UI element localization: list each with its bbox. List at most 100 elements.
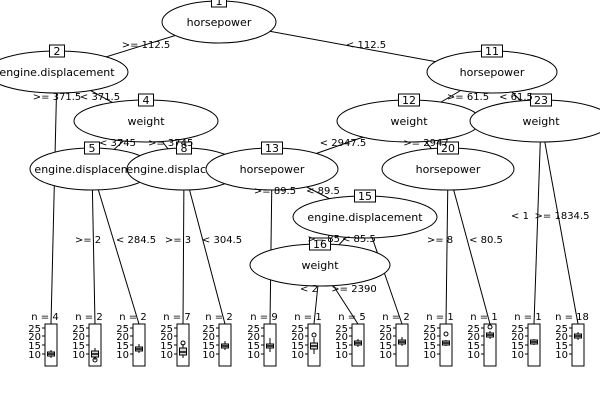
edge-split-label: >= 8 (427, 235, 453, 246)
tree-edge-labels: >= 112.5< 112.5>= 371.5< 371.5< 3745>= 3… (33, 40, 590, 295)
edge-split-label: >= 85 (307, 234, 340, 245)
node-id-box (176, 141, 192, 155)
leaf-axis-tick-label: 25 (511, 324, 524, 335)
edge-split-label: >= 112.5 (122, 40, 171, 51)
leaf-count-label: n = 1 (514, 312, 541, 323)
leaf-axis-tick-label: 15 (160, 341, 173, 352)
leaf-axis-tick-label: 15 (555, 341, 568, 352)
node-id-box (398, 93, 420, 107)
leaf-axis-tick-label: 20 (379, 332, 392, 343)
leaf-axis-tick-label: 20 (291, 332, 304, 343)
edge-split-label: < 85.5 (342, 234, 376, 245)
edge-split-label: < 1 (511, 211, 529, 222)
node-id-label: 12 (402, 94, 416, 107)
leaf-count-label: n = 7 (163, 312, 190, 323)
node-variable-label: horsepower (240, 163, 305, 176)
tree-node-12: weight 12 (336, 93, 482, 143)
leaf-count-label: n = 1 (470, 312, 497, 323)
node-id-box (309, 237, 331, 251)
node-variable-label: engine.displacement (0, 66, 115, 79)
leaf-axis-tick-label: 20 (72, 332, 85, 343)
tree-edge (533, 120, 542, 325)
node-variable-label: weight (522, 115, 560, 128)
node-variable-label: weight (301, 259, 339, 272)
node-id-label: 2 (54, 45, 61, 58)
leaf-axis-tick-label: 20 (511, 332, 524, 343)
tree-node-11: horsepower 11 (426, 44, 558, 94)
node-id-label: 23 (534, 94, 548, 107)
leaf-axis-tick-label: 15 (291, 341, 304, 352)
node-id-box (211, 0, 227, 8)
leaf-axis-tick-label: 20 (335, 332, 348, 343)
leaf-count-label: n = 4 (31, 312, 58, 323)
edge-split-label: >= 61.5 (447, 92, 489, 103)
edge-split-label: < 112.5 (346, 40, 386, 51)
edge-split-label: < 2 (300, 284, 318, 295)
edge-split-label: < 80.5 (469, 235, 503, 246)
leaf-axis-tick-label: 15 (72, 341, 85, 352)
node-id-label: 13 (265, 142, 279, 155)
edge-split-label: < 2947.5 (320, 138, 367, 149)
leaf-plot-frame (483, 323, 497, 367)
leaf-axis-tick-label: 25 (72, 324, 85, 335)
leaf-count-label: n = 1 (426, 312, 453, 323)
node-id-label: 5 (89, 142, 96, 155)
node-id-box (261, 141, 283, 155)
edge-split-label: < 371.5 (80, 92, 120, 103)
leaf-axis-tick-label: 10 (467, 350, 480, 361)
node-id-label: 20 (441, 142, 455, 155)
leaf-axis-tick-label: 25 (116, 324, 129, 335)
leaf-axis-tick-label: 20 (28, 332, 41, 343)
node-id-label: 4 (143, 94, 150, 107)
tree-edge (91, 168, 96, 325)
node-variable-label: weight (390, 115, 428, 128)
node-id-box (481, 44, 503, 58)
leaf-axis-tick-label: 15 (511, 341, 524, 352)
node-id-label: 8 (181, 142, 188, 155)
leaf-count-label: n = 2 (205, 312, 232, 323)
tree-edge (447, 168, 491, 325)
edge-split-label: < 89.5 (306, 186, 340, 197)
tree-nodes: horsepower1engine.displacement2weight4en… (0, 0, 600, 287)
leaf-axis-tick-label: 25 (379, 324, 392, 335)
edge-split-label: < 61.5 (499, 92, 533, 103)
tree-edge (91, 168, 140, 325)
edge-split-label: >= 1834.5 (535, 211, 590, 222)
node-id-label: 15 (358, 190, 372, 203)
node-id-box (138, 93, 154, 107)
leaf-axis-tick-label: 10 (116, 350, 129, 361)
leaf-count-label: n = 2 (382, 312, 409, 323)
leaf-axis-tick-label: 15 (202, 341, 215, 352)
leaf-axis-tick-label: 10 (335, 350, 348, 361)
leaf-axis-tick-label: 25 (202, 324, 215, 335)
boxplot-outlier (487, 324, 493, 330)
tree-edge (183, 168, 226, 325)
node-id-box (49, 44, 65, 58)
node-variable-label: horsepower (187, 16, 252, 29)
edge-split-label: >= 89.5 (254, 186, 296, 197)
node-variable-label: horsepower (460, 66, 525, 79)
node-id-box (530, 93, 552, 107)
leaf-axis-tick-label: 10 (72, 350, 85, 361)
leaf-count-label: n = 9 (250, 312, 277, 323)
edge-split-label: >= 3 (165, 235, 191, 246)
node-id-label: 11 (485, 45, 499, 58)
leaf-axis-tick-label: 10 (379, 350, 392, 361)
leaf-axis-tick-label: 25 (291, 324, 304, 335)
leaf-axis-tick-label: 25 (28, 324, 41, 335)
leaf-count-label: n = 1 (294, 312, 321, 323)
